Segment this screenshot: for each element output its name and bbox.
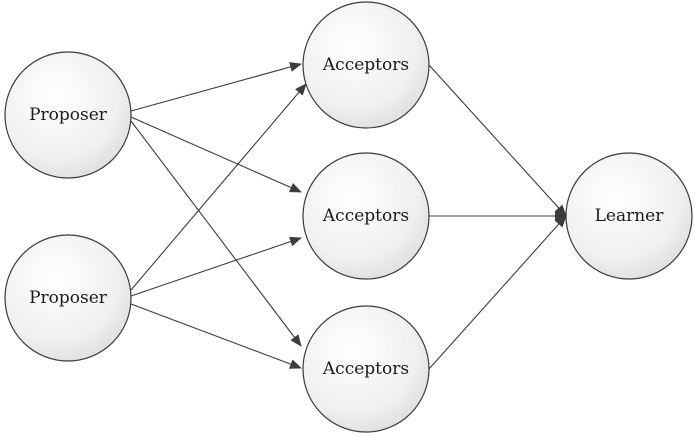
learner-label: Learner xyxy=(595,206,665,226)
edge-proposer-2-to-acceptor-1 xyxy=(130,83,307,291)
proposer-circle xyxy=(4,234,132,362)
acceptor-circle xyxy=(302,1,430,129)
nodes-layer: Proposer Proposer Acceptors Acceptors Ac… xyxy=(4,1,693,433)
edge-proposer-2-to-acceptor-3 xyxy=(130,303,302,369)
learner-circle xyxy=(565,152,693,280)
proposer-node-2: Proposer xyxy=(4,234,132,362)
proposer-circle xyxy=(4,51,132,179)
acceptor-label: Acceptors xyxy=(322,55,409,75)
proposer-label: Proposer xyxy=(29,105,108,125)
edges-layer xyxy=(130,62,567,370)
acceptor-circle xyxy=(302,152,430,280)
edge-proposer-1-to-acceptor-3 xyxy=(130,120,302,347)
acceptor-label: Acceptors xyxy=(322,359,409,379)
edge-acceptor-3-to-learner xyxy=(428,215,567,370)
proposer-node-1: Proposer xyxy=(4,51,132,179)
acceptor-node-2: Acceptors xyxy=(302,152,430,280)
learner-node: Learner xyxy=(565,152,693,280)
proposer-label: Proposer xyxy=(29,288,108,308)
edge-acceptor-1-to-learner xyxy=(428,64,567,217)
acceptor-circle xyxy=(302,305,430,433)
acceptor-node-3: Acceptors xyxy=(302,305,430,433)
acceptor-label: Acceptors xyxy=(322,206,409,226)
edge-proposer-1-to-acceptor-1 xyxy=(130,62,302,112)
edge-proposer-1-to-acceptor-2 xyxy=(130,116,302,193)
acceptor-node-1: Acceptors xyxy=(302,1,430,129)
edge-proposer-2-to-acceptor-2 xyxy=(130,236,302,297)
